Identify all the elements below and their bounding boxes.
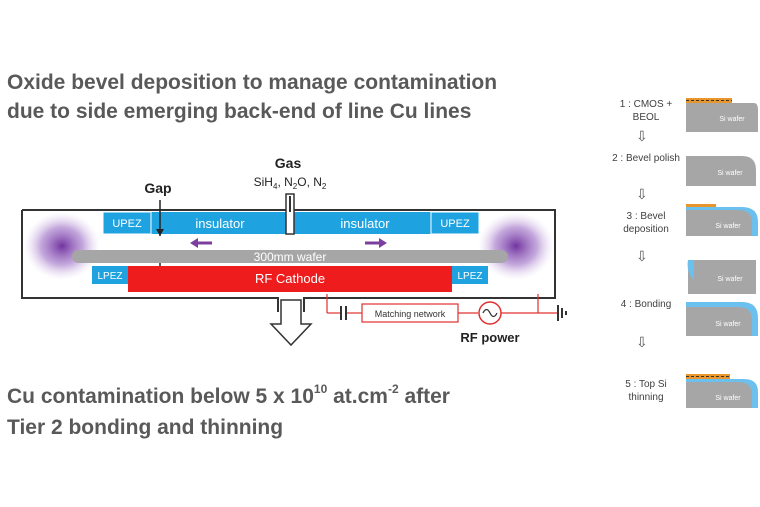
arrow-down-icon: ⇩ bbox=[636, 334, 648, 350]
conclusion: Cu contamination below 5 x 1010 at.cm-2 … bbox=[7, 381, 607, 443]
gas-formula: SiH4, N2O, N2 bbox=[254, 175, 327, 191]
headline: Oxide bevel deposition to manage contami… bbox=[7, 68, 607, 126]
headline-line-1: Oxide bevel deposition to manage contami… bbox=[7, 71, 498, 94]
svg-text:Si wafer: Si wafer bbox=[715, 223, 741, 230]
gap-label: Gap bbox=[144, 180, 171, 196]
upez-left-label: UPEZ bbox=[112, 218, 142, 230]
svg-text:Si wafer: Si wafer bbox=[715, 321, 741, 328]
conclusion-line-2: Tier 2 bonding and thinning bbox=[7, 416, 284, 439]
svg-text:Si wafer: Si wafer bbox=[717, 170, 743, 177]
plasma-right bbox=[478, 212, 554, 280]
wafer-step-5: Si wafer bbox=[686, 374, 758, 408]
chamber-wall-right bbox=[22, 209, 556, 312]
svg-text:Si wafer: Si wafer bbox=[717, 276, 743, 283]
gas-label: Gas bbox=[275, 155, 302, 171]
chamber-wall bbox=[21, 210, 279, 312]
step-5-label: 5 : Top Si thinning bbox=[625, 379, 667, 403]
wafer-step-4: Si wafer bbox=[686, 302, 758, 336]
exhaust-arrow bbox=[269, 299, 313, 347]
wafer-step-2: Si wafer bbox=[686, 156, 756, 186]
gas-inlet bbox=[285, 193, 295, 235]
plasma-left bbox=[24, 212, 100, 280]
flow-arrow-right bbox=[365, 238, 387, 248]
svg-text:Si wafer: Si wafer bbox=[719, 116, 745, 123]
step-2-label: 2 : Bevel polish bbox=[612, 153, 680, 164]
matching-network-label: Matching network bbox=[375, 309, 446, 319]
lpez-right-label: LPEZ bbox=[457, 271, 482, 282]
wafer bbox=[72, 250, 508, 263]
step-3-label: 3 : Bevel deposition bbox=[623, 211, 669, 235]
svg-text:Si wafer: Si wafer bbox=[715, 395, 741, 402]
chamber-diagram: UPEZ UPEZ insulator insulator Gas SiH4, … bbox=[21, 155, 567, 347]
conclusion-line-1: Cu contamination below 5 x 1010 at.cm-2 … bbox=[7, 382, 450, 408]
insulator-right-label: insulator bbox=[340, 216, 390, 231]
rf-circuit: Matching network bbox=[326, 294, 567, 325]
flow-arrow-left bbox=[190, 238, 212, 248]
rf-power-label: RF power bbox=[460, 330, 519, 345]
lpez-left-label: LPEZ bbox=[97, 271, 122, 282]
wafer-step-3b: Si wafer bbox=[687, 260, 756, 294]
lpez-right-box bbox=[452, 266, 488, 284]
lpez-left-box bbox=[92, 266, 128, 284]
upez-left-box bbox=[102, 211, 152, 235]
insulator-left-label: insulator bbox=[195, 216, 245, 231]
step-4-label: 4 : Bonding bbox=[620, 299, 672, 310]
rf-cathode-label: RF Cathode bbox=[255, 271, 325, 286]
wafer-step-1: Si wafer bbox=[686, 98, 758, 132]
upez-right-box bbox=[430, 211, 480, 235]
headline-line-2: due to side emerging back-end of line Cu… bbox=[7, 100, 472, 123]
arrow-down-icon: ⇩ bbox=[636, 248, 648, 264]
arrow-down-icon: ⇩ bbox=[636, 186, 648, 202]
rf-cathode bbox=[128, 266, 452, 292]
arrow-down-icon: ⇩ bbox=[636, 128, 648, 144]
wafer-step-3: Si wafer bbox=[686, 204, 758, 236]
upez-right-label: UPEZ bbox=[440, 218, 470, 230]
process-steps: 1 : CMOS + BEOL ⇩ 2 : Bevel polish ⇩ 3 :… bbox=[608, 88, 760, 468]
wafer-label: 300mm wafer bbox=[254, 250, 327, 264]
step-1-label: 1 : CMOS + BEOL bbox=[619, 99, 673, 123]
